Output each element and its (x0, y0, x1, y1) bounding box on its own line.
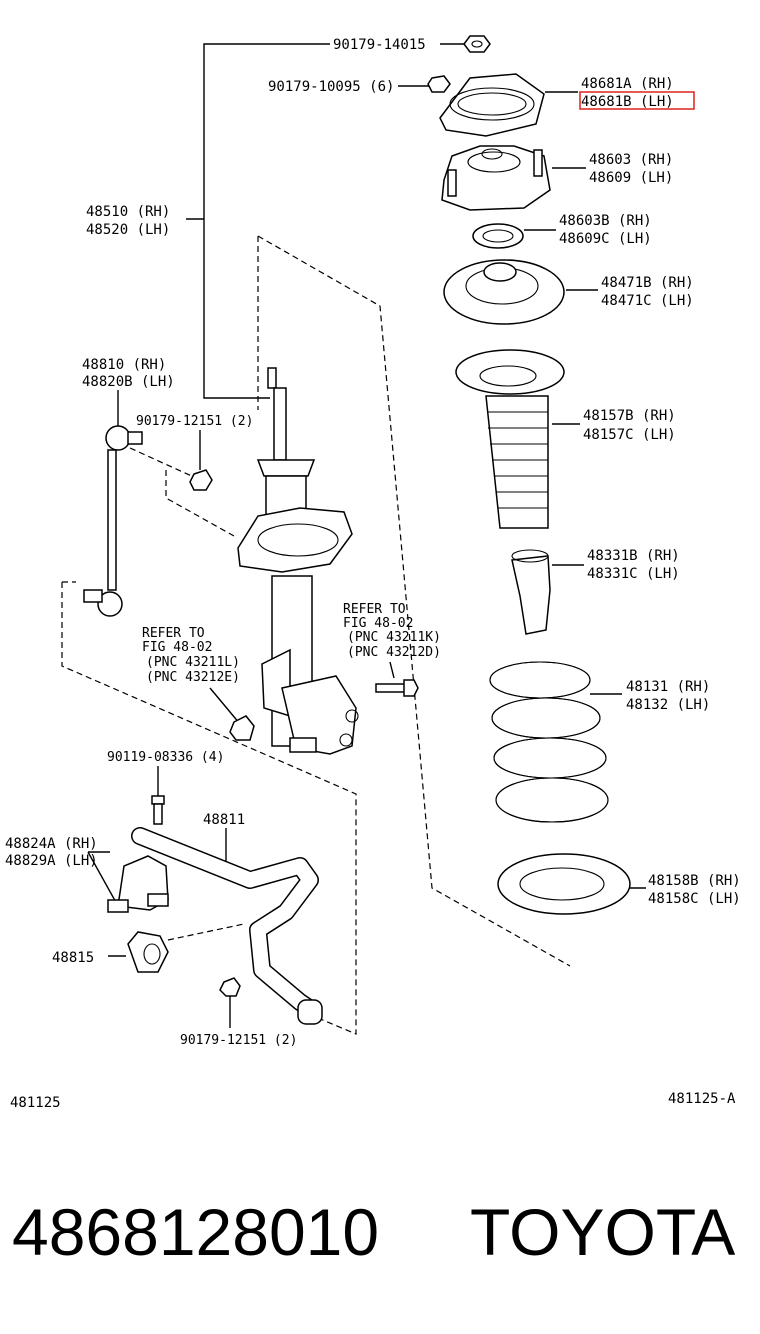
refer-left-line3: (PNC 43211L) (146, 655, 240, 670)
label-48131: 48131 (RH) (626, 679, 710, 695)
label-90179-12151-upper: 90179-12151 (2) (136, 414, 253, 429)
stabilizer-bar-icon (131, 827, 321, 1019)
label-48471b: 48471B (RH) (601, 275, 694, 291)
strut-mount-icon (441, 145, 551, 211)
bracket-bolt-icon (151, 795, 165, 825)
label-48681b: 48681B (LH) (581, 94, 674, 110)
refer-left-line4: (PNC 43212E) (146, 670, 240, 685)
figure-id-left: 481125 (10, 1095, 61, 1111)
part-labels: 90179-14015 90179-10095 (6) 48681A (RH) … (5, 37, 741, 1111)
part-number-caption: 4868128010 (12, 1195, 379, 1269)
refer-right-line3: (PNC 43211K) (347, 630, 441, 645)
label-48603: 48603 (RH) (589, 152, 673, 168)
label-48471c: 48471C (LH) (601, 293, 694, 309)
label-90179-14015: 90179-14015 (333, 37, 426, 53)
brand-caption: TOYOTA (470, 1195, 735, 1269)
strut-assembly-icon (237, 367, 359, 755)
label-48811: 48811 (203, 812, 245, 828)
assembly-dash-lines (61, 235, 571, 1035)
dust-boot-icon (455, 349, 565, 529)
label-48157b: 48157B (RH) (583, 408, 676, 424)
nut-link-icon (189, 469, 213, 491)
bump-stop-icon (511, 549, 551, 635)
refer-left-line2: FIG 48-02 (142, 640, 212, 655)
label-90179-12151-lower: 90179-12151 (2) (180, 1033, 297, 1048)
coil-spring-icon (489, 661, 609, 823)
label-48157c: 48157C (LH) (583, 427, 676, 443)
bolt-icon (375, 679, 419, 697)
label-48331b: 48331B (RH) (587, 548, 680, 564)
label-48609c: 48609C (LH) (559, 231, 652, 247)
label-48815: 48815 (52, 950, 94, 966)
lower-spring-insulator-icon (497, 853, 631, 915)
bar-link-end-icon (297, 999, 323, 1025)
figure-id-right: 481125-A (668, 1091, 736, 1107)
label-48331c: 48331C (LH) (587, 566, 680, 582)
label-48158b: 48158B (RH) (648, 873, 741, 889)
label-48810: 48810 (RH) (82, 357, 166, 373)
highlight-box (579, 91, 695, 110)
label-48829a: 48829A (LH) (5, 853, 98, 869)
refer-left-line1: REFER TO (142, 626, 205, 641)
leader-lines (87, 43, 646, 1028)
nut-small-icon (427, 75, 451, 93)
label-90119-08336: 90119-08336 (4) (107, 750, 224, 765)
stabilizer-link-icon (83, 425, 143, 617)
strut-support-plate-icon (439, 73, 545, 137)
label-48609: 48609 (LH) (589, 170, 673, 186)
refer-right-line1: REFER TO (343, 602, 406, 617)
nut-strut-icon (229, 715, 255, 741)
upper-spring-seat-icon (443, 259, 565, 325)
label-90179-10095: 90179-10095 (6) (268, 79, 394, 95)
nut-top-icon (463, 35, 491, 53)
label-48510: 48510 (RH) (86, 204, 170, 220)
label-48820b: 48820B (LH) (82, 374, 175, 390)
stabilizer-bushing-icon (127, 931, 169, 973)
label-48132: 48132 (LH) (626, 697, 710, 713)
label-48824a: 48824A (RH) (5, 836, 98, 852)
nut-bar-icon (219, 977, 241, 997)
refer-right-line2: FIG 48-02 (343, 616, 413, 631)
label-48681a: 48681A (RH) (581, 76, 674, 92)
bearing-icon (472, 223, 524, 249)
label-48520: 48520 (LH) (86, 222, 170, 238)
refer-right-line4: (PNC 43212D) (347, 645, 441, 660)
label-48158c: 48158C (LH) (648, 891, 741, 907)
label-48603b: 48603B (RH) (559, 213, 652, 229)
stabilizer-bracket-icon (107, 855, 169, 913)
